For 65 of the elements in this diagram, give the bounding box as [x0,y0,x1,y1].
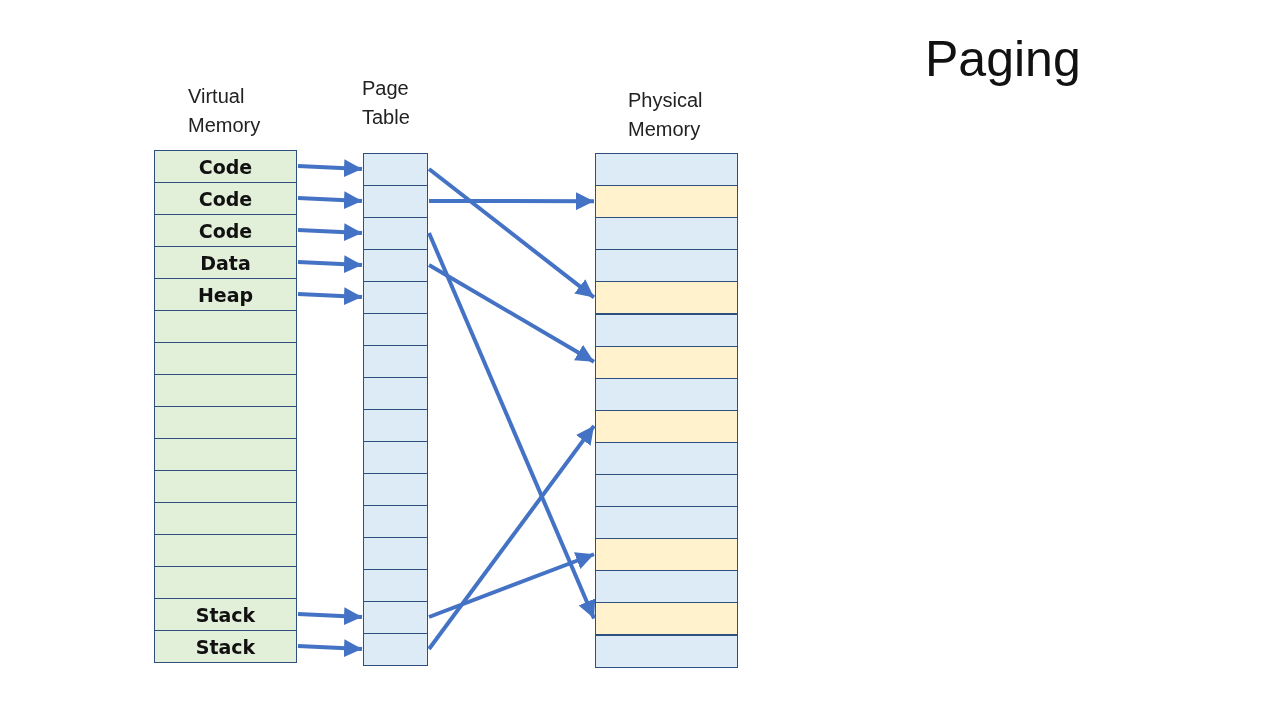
memory-cell [154,406,297,439]
arrow [297,255,363,274]
arrow [427,167,596,300]
memory-cell: Stack [154,598,297,631]
column-heading: Page Table [362,76,411,130]
memory-frame [595,506,738,540]
page-table-entry [363,217,428,250]
memory-cell: Data [154,246,297,279]
page-table-entry [363,537,428,570]
arrow [297,191,363,210]
mapped-frame [595,345,738,379]
slide-title: Paging [925,30,1081,88]
page-table-entry [363,409,428,442]
memory-frame [595,441,738,475]
page-table-entry [363,313,428,346]
memory-cell [154,342,297,375]
memory-cell [154,566,297,599]
arrow [297,223,363,242]
memory-cell [154,374,297,407]
mapped-frame [595,185,738,219]
page-table-entry [363,345,428,378]
memory-cell [154,502,297,535]
page-table-entry [363,601,428,634]
mapped-frame [595,409,738,443]
page-table-entry [363,473,428,506]
memory-cell: Stack [154,630,297,663]
arrow [297,607,363,626]
memory-frame [595,249,738,283]
memory-frame [595,153,738,187]
page-table-entry [363,281,428,314]
page-table-entry [363,633,428,666]
page-table-entry [363,505,428,538]
arrow [428,552,595,619]
memory-cell [154,310,297,343]
mapped-frame [595,281,738,315]
memory-cell [154,438,297,471]
arrow [428,263,595,364]
memory-frame [595,634,738,668]
page-table-entry [363,153,428,186]
memory-frame [595,570,738,604]
mapped-frame [595,538,738,572]
memory-cell: Code [154,214,297,247]
arrow [427,424,596,651]
arrow [427,232,596,620]
arrow [297,159,363,178]
arrow [429,192,594,211]
memory-cell [154,534,297,567]
memory-frame [595,377,738,411]
page-table-entry [363,377,428,410]
memory-cell: Code [154,150,297,183]
memory-frame [595,313,738,347]
column-heading: Physical Memory [628,88,704,142]
page-table-entry [363,441,428,474]
page-table-entry [363,569,428,602]
arrow [297,287,363,306]
mapped-frame [595,602,738,636]
memory-frame [595,217,738,251]
page-table-entry [363,185,428,218]
memory-frame [595,474,738,508]
memory-cell [154,470,297,503]
memory-cell: Heap [154,278,297,311]
column-heading: Virtual Memory [188,84,262,138]
memory-cell: Code [154,182,297,215]
arrow [297,639,363,658]
page-table-entry [363,249,428,282]
